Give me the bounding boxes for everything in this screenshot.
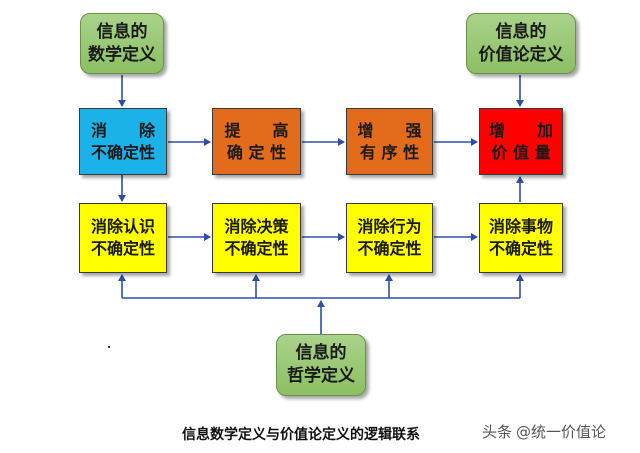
eliminate-behavior-line-2: 不确定性	[357, 239, 422, 258]
philosophical-definition-box: 信息的 哲学定义	[276, 334, 366, 396]
value-definition-box: 信息的 价值论定义	[466, 13, 576, 74]
eliminate-uncertainty-box: 消 除 不确定性	[79, 108, 167, 175]
eliminate-things-line-2: 不确定性	[488, 239, 553, 258]
enhance-order-box: 增 强 有 序 性	[346, 108, 433, 175]
eliminate-things-box: 消除事物 不确定性	[479, 203, 563, 273]
eliminate-uncertainty-line-2: 不确定性	[90, 142, 155, 162]
improve-certainty-line-2: 确 定 性	[226, 142, 287, 162]
value-definition-line-2: 价值论定义	[478, 44, 564, 65]
watermark-prefix: 头条	[482, 423, 513, 441]
math-definition-line-1: 信息的	[96, 21, 148, 42]
watermark-handle: @统一价值论	[516, 423, 607, 441]
math-definition-line-2: 数学定义	[88, 44, 156, 65]
improve-certainty-box: 提 高 确 定 性	[212, 108, 301, 175]
enhance-order-line-2: 有 序 性	[359, 142, 420, 162]
increase-value-line-1: 增 加	[488, 120, 553, 140]
eliminate-behavior-box: 消除行为 不确定性	[346, 203, 433, 273]
philosophical-definition-line-1: 信息的	[295, 343, 347, 364]
enhance-order-line-1: 增 强	[357, 120, 422, 140]
watermark: 头条 @统一价值论	[482, 421, 606, 442]
math-definition-box: 信息的 数学定义	[80, 13, 164, 74]
eliminate-cognition-line-1: 消除认识	[90, 217, 155, 237]
eliminate-decision-line-2: 不确定性	[224, 239, 289, 258]
increase-value-box: 增 加 价 值 量	[479, 108, 563, 175]
eliminate-cognition-line-2: 不确定性	[90, 239, 155, 258]
increase-value-line-2: 价 值 量	[491, 142, 551, 162]
eliminate-decision-line-1: 消除决策	[224, 217, 289, 237]
eliminate-uncertainty-line-1: 消 除	[90, 120, 155, 140]
eliminate-behavior-line-1: 消除行为	[357, 217, 422, 237]
value-definition-line-1: 信息的	[495, 21, 547, 42]
stray-dot	[108, 346, 110, 348]
improve-certainty-line-1: 提 高	[224, 120, 289, 140]
philosophical-definition-line-2: 哲学定义	[287, 366, 355, 386]
eliminate-decision-box: 消除决策 不确定性	[212, 203, 301, 273]
diagram-caption: 信息数学定义与价值论定义的逻辑联系	[182, 427, 420, 443]
eliminate-things-line-1: 消除事物	[488, 217, 553, 237]
eliminate-cognition-box: 消除认识 不确定性	[79, 203, 167, 273]
